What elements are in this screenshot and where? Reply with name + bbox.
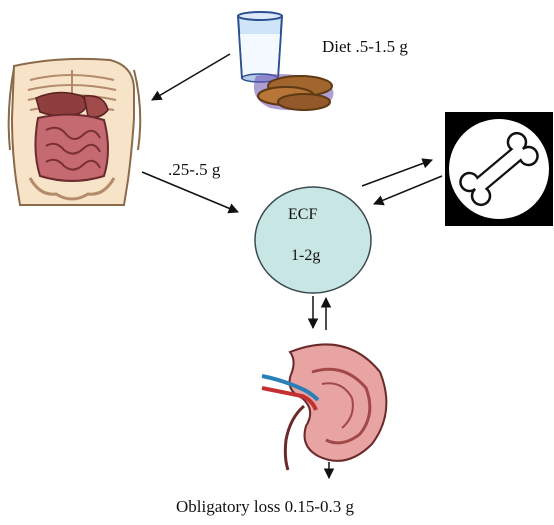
- torso-with-intestines-illustration: [9, 59, 141, 205]
- ecf-compartment: [255, 187, 371, 293]
- bone-illustration: [445, 112, 553, 226]
- arrow-diet-to-gut: [152, 54, 230, 100]
- diet-label: Diet .5-1.5 g: [322, 37, 408, 57]
- kidney-illustration: [262, 344, 386, 470]
- arrow-ecf-to-bone: [362, 160, 432, 186]
- absorption-label: .25-.5 g: [168, 160, 220, 180]
- ecf-label: ECF: [288, 206, 317, 224]
- ecf-amount-label: 1-2g: [291, 247, 320, 265]
- milk-glass-and-bread-illustration: [238, 12, 334, 110]
- arrow-bone-to-ecf: [374, 176, 442, 204]
- intestines: [35, 114, 108, 181]
- obligatory-loss-label: Obligatory loss 0.15-0.3 g: [176, 497, 354, 517]
